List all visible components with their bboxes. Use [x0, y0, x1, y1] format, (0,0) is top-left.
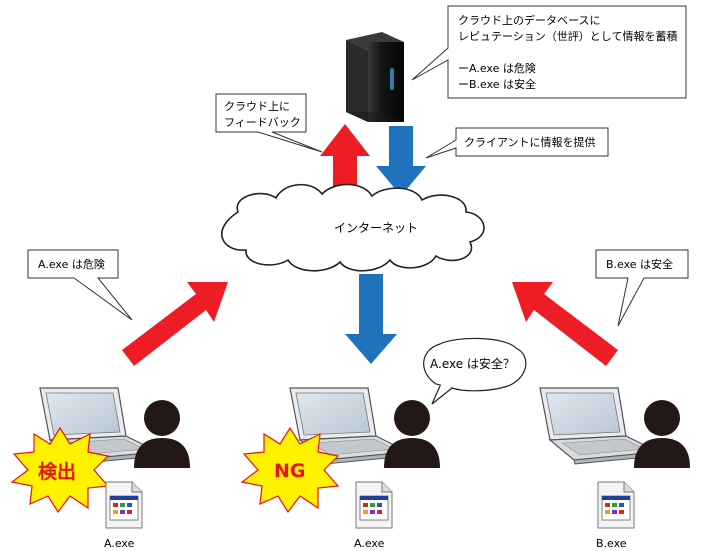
client-a-detected: 検出 A.exe — [10, 387, 190, 550]
left-report-arrow-icon — [122, 282, 228, 366]
provide-callout-text: クライアントに情報を提供 — [464, 135, 596, 149]
feedback-callout-line2: フィードバック — [224, 116, 301, 129]
server-callout: クラウド上のデータベースに レピュテーション（世評）として情報を蓄積 ーA.ex… — [411, 5, 687, 99]
cloud-label: インターネット — [334, 221, 418, 235]
client-b-safe: B.exe — [539, 387, 690, 550]
right-callout-text: B.exe は安全 — [606, 257, 673, 271]
download-arrow-icon — [376, 126, 426, 196]
starburst-badge: 検出 — [10, 426, 110, 514]
left-callout-text: A.exe は危険 — [38, 258, 105, 271]
feedback-callout: クラウド上に フィードバック — [215, 93, 323, 153]
starburst-badge: NG — [240, 426, 340, 514]
user-icon — [384, 400, 440, 468]
server-callout-line1: クラウド上のデータベースに — [458, 13, 600, 27]
left-callout: A.exe は危険 — [27, 249, 133, 321]
exe-file-icon — [597, 481, 635, 529]
server-callout-line4: ーB.exe は安全 — [458, 77, 536, 91]
badge-label: 検出 — [38, 460, 76, 483]
right-report-arrow-icon — [512, 282, 618, 366]
exe-file-icon — [355, 481, 393, 529]
provide-callout: クライアントに情報を提供 — [425, 127, 609, 159]
file-label: A.exe — [104, 537, 135, 550]
exe-file-icon — [105, 481, 143, 529]
user-icon — [634, 400, 690, 468]
badge-label: NG — [274, 460, 306, 482]
internet-cloud-icon: インターネット — [221, 183, 485, 272]
file-label: B.exe — [596, 537, 627, 550]
middle-speech-bubble: A.exe は安全？ — [423, 337, 527, 405]
right-callout: B.exe は安全 — [595, 249, 689, 327]
server-callout-line2: レピュテーション（世評）として情報を蓄積 — [458, 29, 677, 43]
server-callout-line3: ーA.exe は危険 — [458, 62, 536, 75]
query-arrow-icon — [345, 274, 397, 364]
feedback-callout-line1: クラウド上に — [224, 100, 290, 113]
user-icon — [134, 400, 190, 468]
file-label: A.exe — [354, 537, 385, 550]
server-icon — [346, 32, 404, 122]
upload-arrow-icon — [320, 124, 370, 188]
client-a-blocked: NG A.exe — [240, 387, 440, 550]
middle-speech-text: A.exe は安全？ — [430, 356, 515, 371]
